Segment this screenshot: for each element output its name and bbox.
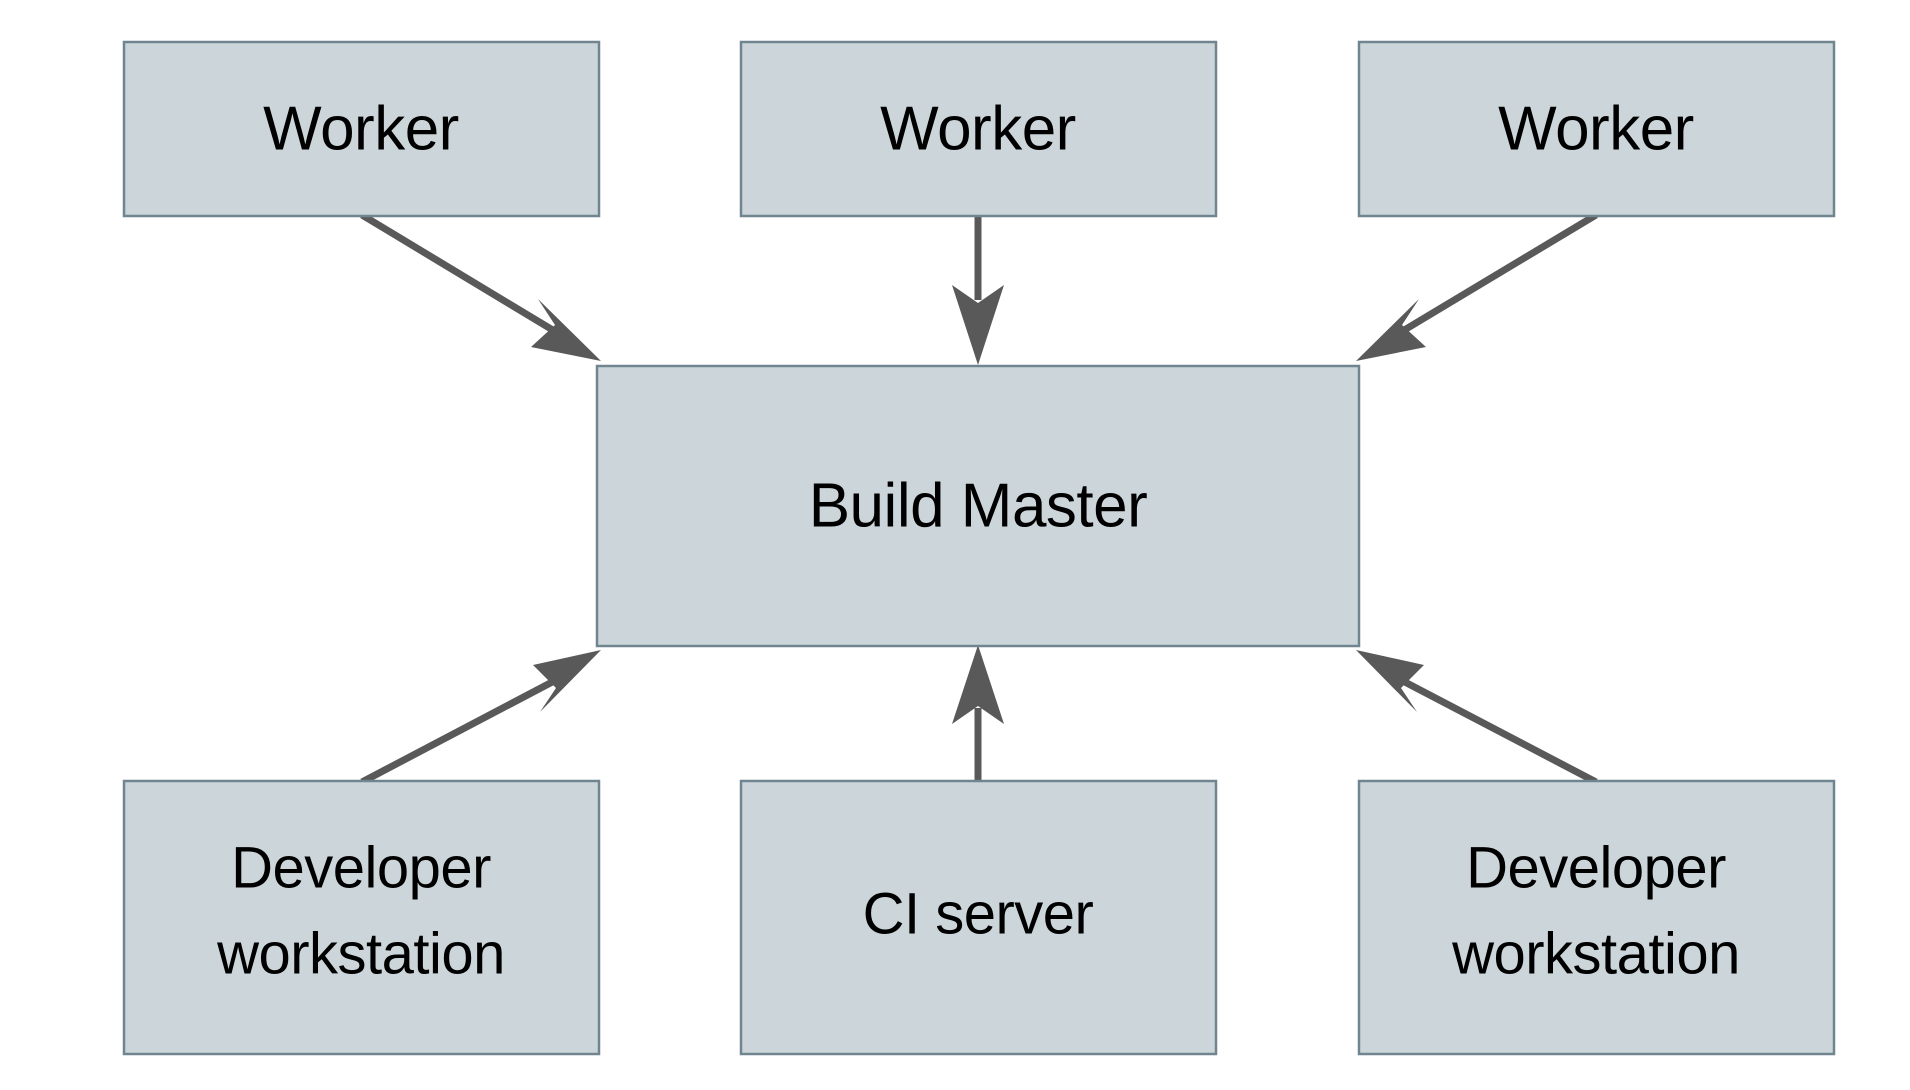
edge-worker-left-to-master-arrowhead: [531, 299, 601, 361]
edge-dev-left-to-master-arrowhead: [533, 650, 601, 712]
node-build-master-label: Build Master: [809, 471, 1148, 540]
node-dev-right-label-line1: Developer: [1466, 835, 1726, 900]
node-worker-right[interactable]: Worker: [1357, 40, 1836, 218]
node-dev-right-box[interactable]: [1357, 779, 1836, 1056]
edge-dev-right-to-master-line: [1399, 676, 1598, 786]
node-worker-left-box[interactable]: [122, 40, 601, 218]
node-dev-left-box[interactable]: [122, 779, 601, 1056]
node-dev-right-label-line2: workstation: [1451, 921, 1740, 986]
node-ci-server-box[interactable]: [739, 779, 1218, 1056]
edge-worker-right-to-master-arrowhead: [1356, 299, 1426, 361]
edge-worker-right-to-master: [1356, 211, 1598, 361]
node-build-master-box[interactable]: [595, 364, 1361, 648]
node-build-master[interactable]: Build Master: [595, 364, 1361, 648]
edge-dev-right-to-master-arrowhead: [1356, 650, 1424, 712]
edge-dev-left-to-master: [360, 650, 601, 786]
node-worker-left[interactable]: Worker: [122, 40, 601, 218]
edge-dev-left-to-master-line: [360, 676, 558, 786]
node-dev-left-label-line1: Developer: [231, 835, 491, 900]
node-dev-left[interactable]: Developer workstation: [122, 779, 601, 1056]
node-worker-center[interactable]: Worker: [739, 40, 1218, 218]
node-worker-center-box[interactable]: [739, 40, 1218, 218]
node-worker-right-box[interactable]: [1357, 40, 1836, 218]
node-ci-server[interactable]: CI server: [739, 779, 1218, 1056]
node-ci-server-label: CI server: [863, 881, 1094, 946]
node-worker-center-label: Worker: [880, 94, 1076, 163]
edge-worker-left-to-master: [360, 212, 601, 361]
edge-worker-left-to-master-line: [360, 212, 558, 335]
edge-dev-right-to-master: [1356, 650, 1598, 786]
edge-ci-server-to-master: [952, 645, 1004, 782]
node-worker-right-label: Worker: [1498, 94, 1694, 163]
edge-ci-server-to-master-arrowhead: [952, 645, 1004, 724]
edge-worker-right-to-master-line: [1399, 211, 1598, 336]
edge-worker-center-to-master-arrowhead: [952, 285, 1004, 365]
node-dev-left-label-line2: workstation: [216, 921, 505, 986]
node-worker-left-label: Worker: [263, 94, 459, 163]
edge-worker-center-to-master: [952, 215, 1004, 365]
node-dev-right[interactable]: Developer workstation: [1357, 779, 1836, 1056]
